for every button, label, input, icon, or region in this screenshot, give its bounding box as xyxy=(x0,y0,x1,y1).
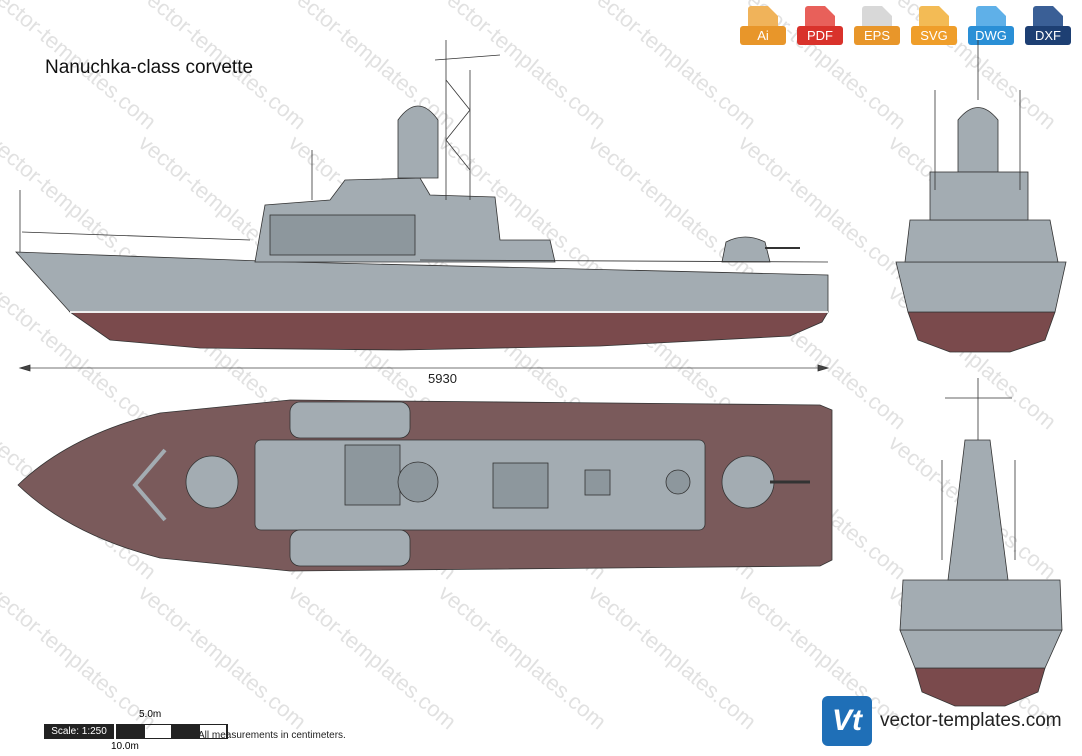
front-superstructure xyxy=(904,219,1059,263)
dwg-file-icon[interactable]: DWG xyxy=(968,6,1014,52)
format-label: DWG xyxy=(968,26,1014,45)
top-view xyxy=(17,399,833,572)
pdf-file-icon[interactable]: PDF xyxy=(797,6,843,52)
front-hull-upper xyxy=(895,261,1067,313)
rear-hull-upper xyxy=(899,629,1063,669)
bow-chevron xyxy=(132,448,167,522)
format-label: DXF xyxy=(1025,26,1071,45)
brand-logo: Vt xyxy=(822,696,872,746)
side-hull-upper xyxy=(15,251,829,313)
radome xyxy=(397,105,439,179)
top-superstructure xyxy=(254,439,706,531)
measurement-note: All measurements in centimeters. xyxy=(198,730,346,741)
brand-name: vector-templates.com xyxy=(880,710,1062,731)
format-icons: Ai PDF EPS SVG DWG DXF xyxy=(740,6,1071,52)
format-label: PDF xyxy=(797,26,843,45)
lattice-mast xyxy=(434,40,501,200)
scale-full-label: 10.0m xyxy=(111,741,139,752)
format-label: EPS xyxy=(854,26,900,45)
missile-launcher xyxy=(269,214,416,256)
dxf-file-icon[interactable]: DXF xyxy=(1025,6,1071,52)
side-gun-turret xyxy=(721,236,771,263)
format-label: SVG xyxy=(911,26,957,45)
front-hull-lower xyxy=(907,311,1056,353)
page-title: Nanuchka-class corvette xyxy=(45,57,254,78)
side-hull-lower xyxy=(68,311,829,351)
ai-file-icon[interactable]: Ai xyxy=(740,6,786,52)
rear-superstructure xyxy=(899,579,1063,631)
rear-mast xyxy=(947,439,1009,581)
front-radome xyxy=(957,107,999,173)
side-railing xyxy=(21,231,829,263)
format-label: Ai xyxy=(740,26,786,45)
forward-launcher-circle xyxy=(185,455,239,509)
side-view xyxy=(15,40,830,372)
rear-view xyxy=(899,378,1063,707)
eps-file-icon[interactable]: EPS xyxy=(854,6,900,52)
scale-label: Scale: 1:250 xyxy=(44,724,114,739)
top-gun-turret xyxy=(721,455,775,509)
front-view xyxy=(895,40,1067,353)
scale-bar xyxy=(116,724,228,739)
brand[interactable]: Vt vector-templates.com xyxy=(822,696,1062,746)
svg-file-icon[interactable]: SVG xyxy=(911,6,957,52)
scale-half-label: 5.0m xyxy=(139,709,162,720)
length-label: 5930 xyxy=(428,371,457,386)
